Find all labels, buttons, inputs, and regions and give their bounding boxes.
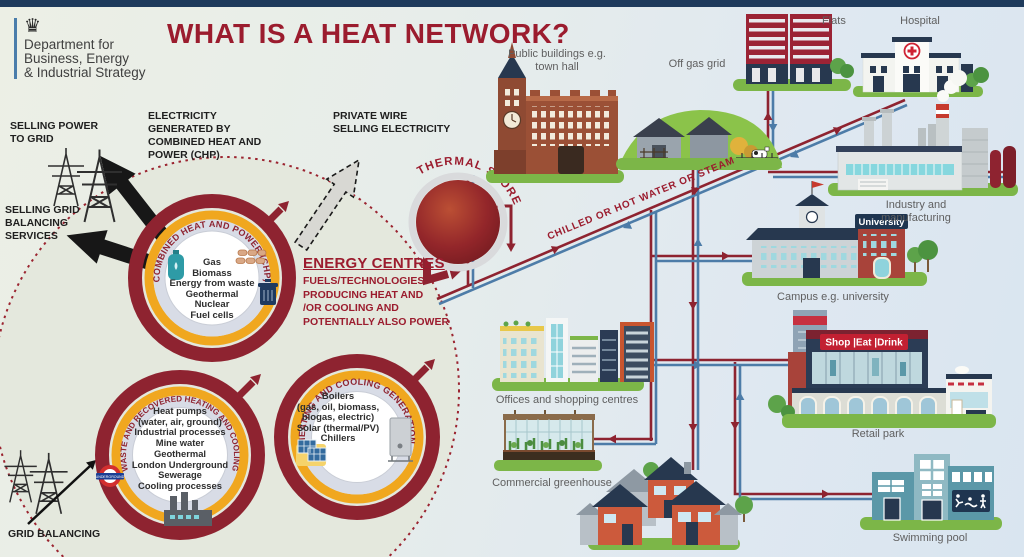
flats-building xyxy=(733,14,854,91)
waste-items: Heat pumps(water, air, ground)Industrial… xyxy=(112,405,248,492)
houses-cluster xyxy=(576,457,753,550)
ring-chp: COMBINED HEAT AND POWER (CHP) xyxy=(128,194,296,362)
ring-heating: HEATING AND COOLING GENERATION xyxy=(274,354,440,520)
factory-icon xyxy=(164,492,212,526)
leisure-sign xyxy=(952,490,990,512)
page-title: WHAT IS A HEAT NETWORK? xyxy=(167,18,570,49)
beis-logo: ♛ Department for Business, Energy & Indu… xyxy=(14,16,146,80)
list-item: London Underground xyxy=(131,458,229,470)
label-hospital: Hospital xyxy=(900,15,940,27)
label-grid-balancing: GRID BALANCING xyxy=(8,528,101,540)
offices-buildings xyxy=(492,318,654,391)
gas-cylinder-icon xyxy=(168,250,184,280)
top-bar xyxy=(0,0,1024,7)
list-item: (gas, oil, biomass, xyxy=(296,401,380,413)
label-retail-park: Retail park xyxy=(851,428,905,440)
list-item: Mine water xyxy=(155,437,205,449)
energy-centres-block: ENERGY CENTRES FUELS/TECHNOLOGIES PRODUC… xyxy=(303,255,455,329)
list-item: Fuel cells xyxy=(190,309,234,321)
retail-sign: Shop |Eat |Drink xyxy=(825,338,903,349)
retail-park-buildings: Shop |Eat |Drink xyxy=(768,310,996,428)
label-industry: Industry and manufacturing xyxy=(881,199,951,224)
red-cross-icon xyxy=(903,42,921,60)
energy-centres-description: FUELS/TECHNOLOGIES PRODUCING HEAT AND /O… xyxy=(303,275,450,328)
underground-sign: UNDERGROUND xyxy=(96,475,125,479)
flag-icon xyxy=(812,181,824,188)
list-item: Biomass xyxy=(192,267,232,279)
list-item: Geothermal xyxy=(153,447,207,459)
list-item: Sewerage xyxy=(158,469,202,481)
heating-items: Boilers(gas, oil, biomass,biogas, electr… xyxy=(283,391,393,445)
list-item: Gas xyxy=(203,257,221,268)
label-off-gas-grid: Off gas grid xyxy=(668,58,726,70)
label-flats: Flats xyxy=(822,15,846,27)
list-item: Cooling processes xyxy=(138,479,222,491)
hospital-building xyxy=(853,37,989,97)
underground-roundel-icon: UNDERGROUND xyxy=(96,465,125,487)
greenhouse-building xyxy=(494,410,602,471)
label-offices: Offices and shopping centres xyxy=(495,394,639,406)
sports-figures-icon xyxy=(955,494,986,509)
swimming-pool-building xyxy=(860,454,1002,530)
label-greenhouse: Commercial greenhouse xyxy=(492,477,612,489)
list-item: Nuclear xyxy=(194,299,230,310)
label-electricity-generated: ELECTRICITY GENERATED BY COMBINED HEAT A… xyxy=(148,110,262,161)
thermal-store-tank-icon xyxy=(416,180,500,264)
ring-waste: WASTE AND RECOVERED HEATING AND COOLING … xyxy=(95,370,265,540)
town-hall-building xyxy=(486,42,624,183)
list-item: Industrial processes xyxy=(134,426,226,438)
label-selling-power: SELLING POWER TO GRID xyxy=(10,120,99,145)
list-item: Chillers xyxy=(320,433,356,444)
list-item: Geothermal xyxy=(185,288,239,300)
waste-bin-icon xyxy=(258,279,278,305)
boiler-icon xyxy=(388,417,413,462)
university-sign: University xyxy=(859,217,906,228)
list-item: Heat pumps xyxy=(153,405,207,416)
crown-icon: ♛ xyxy=(24,16,42,37)
label-private-wire: PRIVATE WIRE SELLING ELECTRICITY xyxy=(333,110,451,135)
biomass-pellets-icon xyxy=(235,249,267,264)
industry-building xyxy=(828,70,1018,196)
label-campus: Campus e.g. university xyxy=(777,291,889,303)
list-item: Energy from waste xyxy=(169,278,255,289)
list-item: Boilers xyxy=(321,391,355,402)
energy-centres-heading: ENERGY CENTRES xyxy=(303,255,445,272)
list-item: biogas, electric) xyxy=(301,412,375,423)
grid-balancing-arrow-icon xyxy=(27,456,100,525)
solar-panel-icon xyxy=(296,439,327,466)
label-town-hall: Public buildings e.g. town hall xyxy=(508,48,606,73)
list-item: Solar (thermal/PV) xyxy=(296,422,380,434)
campus-building: University xyxy=(742,181,938,286)
department-name: Department for Business, Energy & Indust… xyxy=(24,37,146,80)
label-selling-grid-balancing: SELLING GRID BALANCING SERVICES xyxy=(5,204,80,242)
label-swimming-pool: Swimming pool xyxy=(892,532,968,544)
list-item: (water, air, ground) xyxy=(138,415,222,427)
off-gas-grid-farm xyxy=(616,110,782,170)
